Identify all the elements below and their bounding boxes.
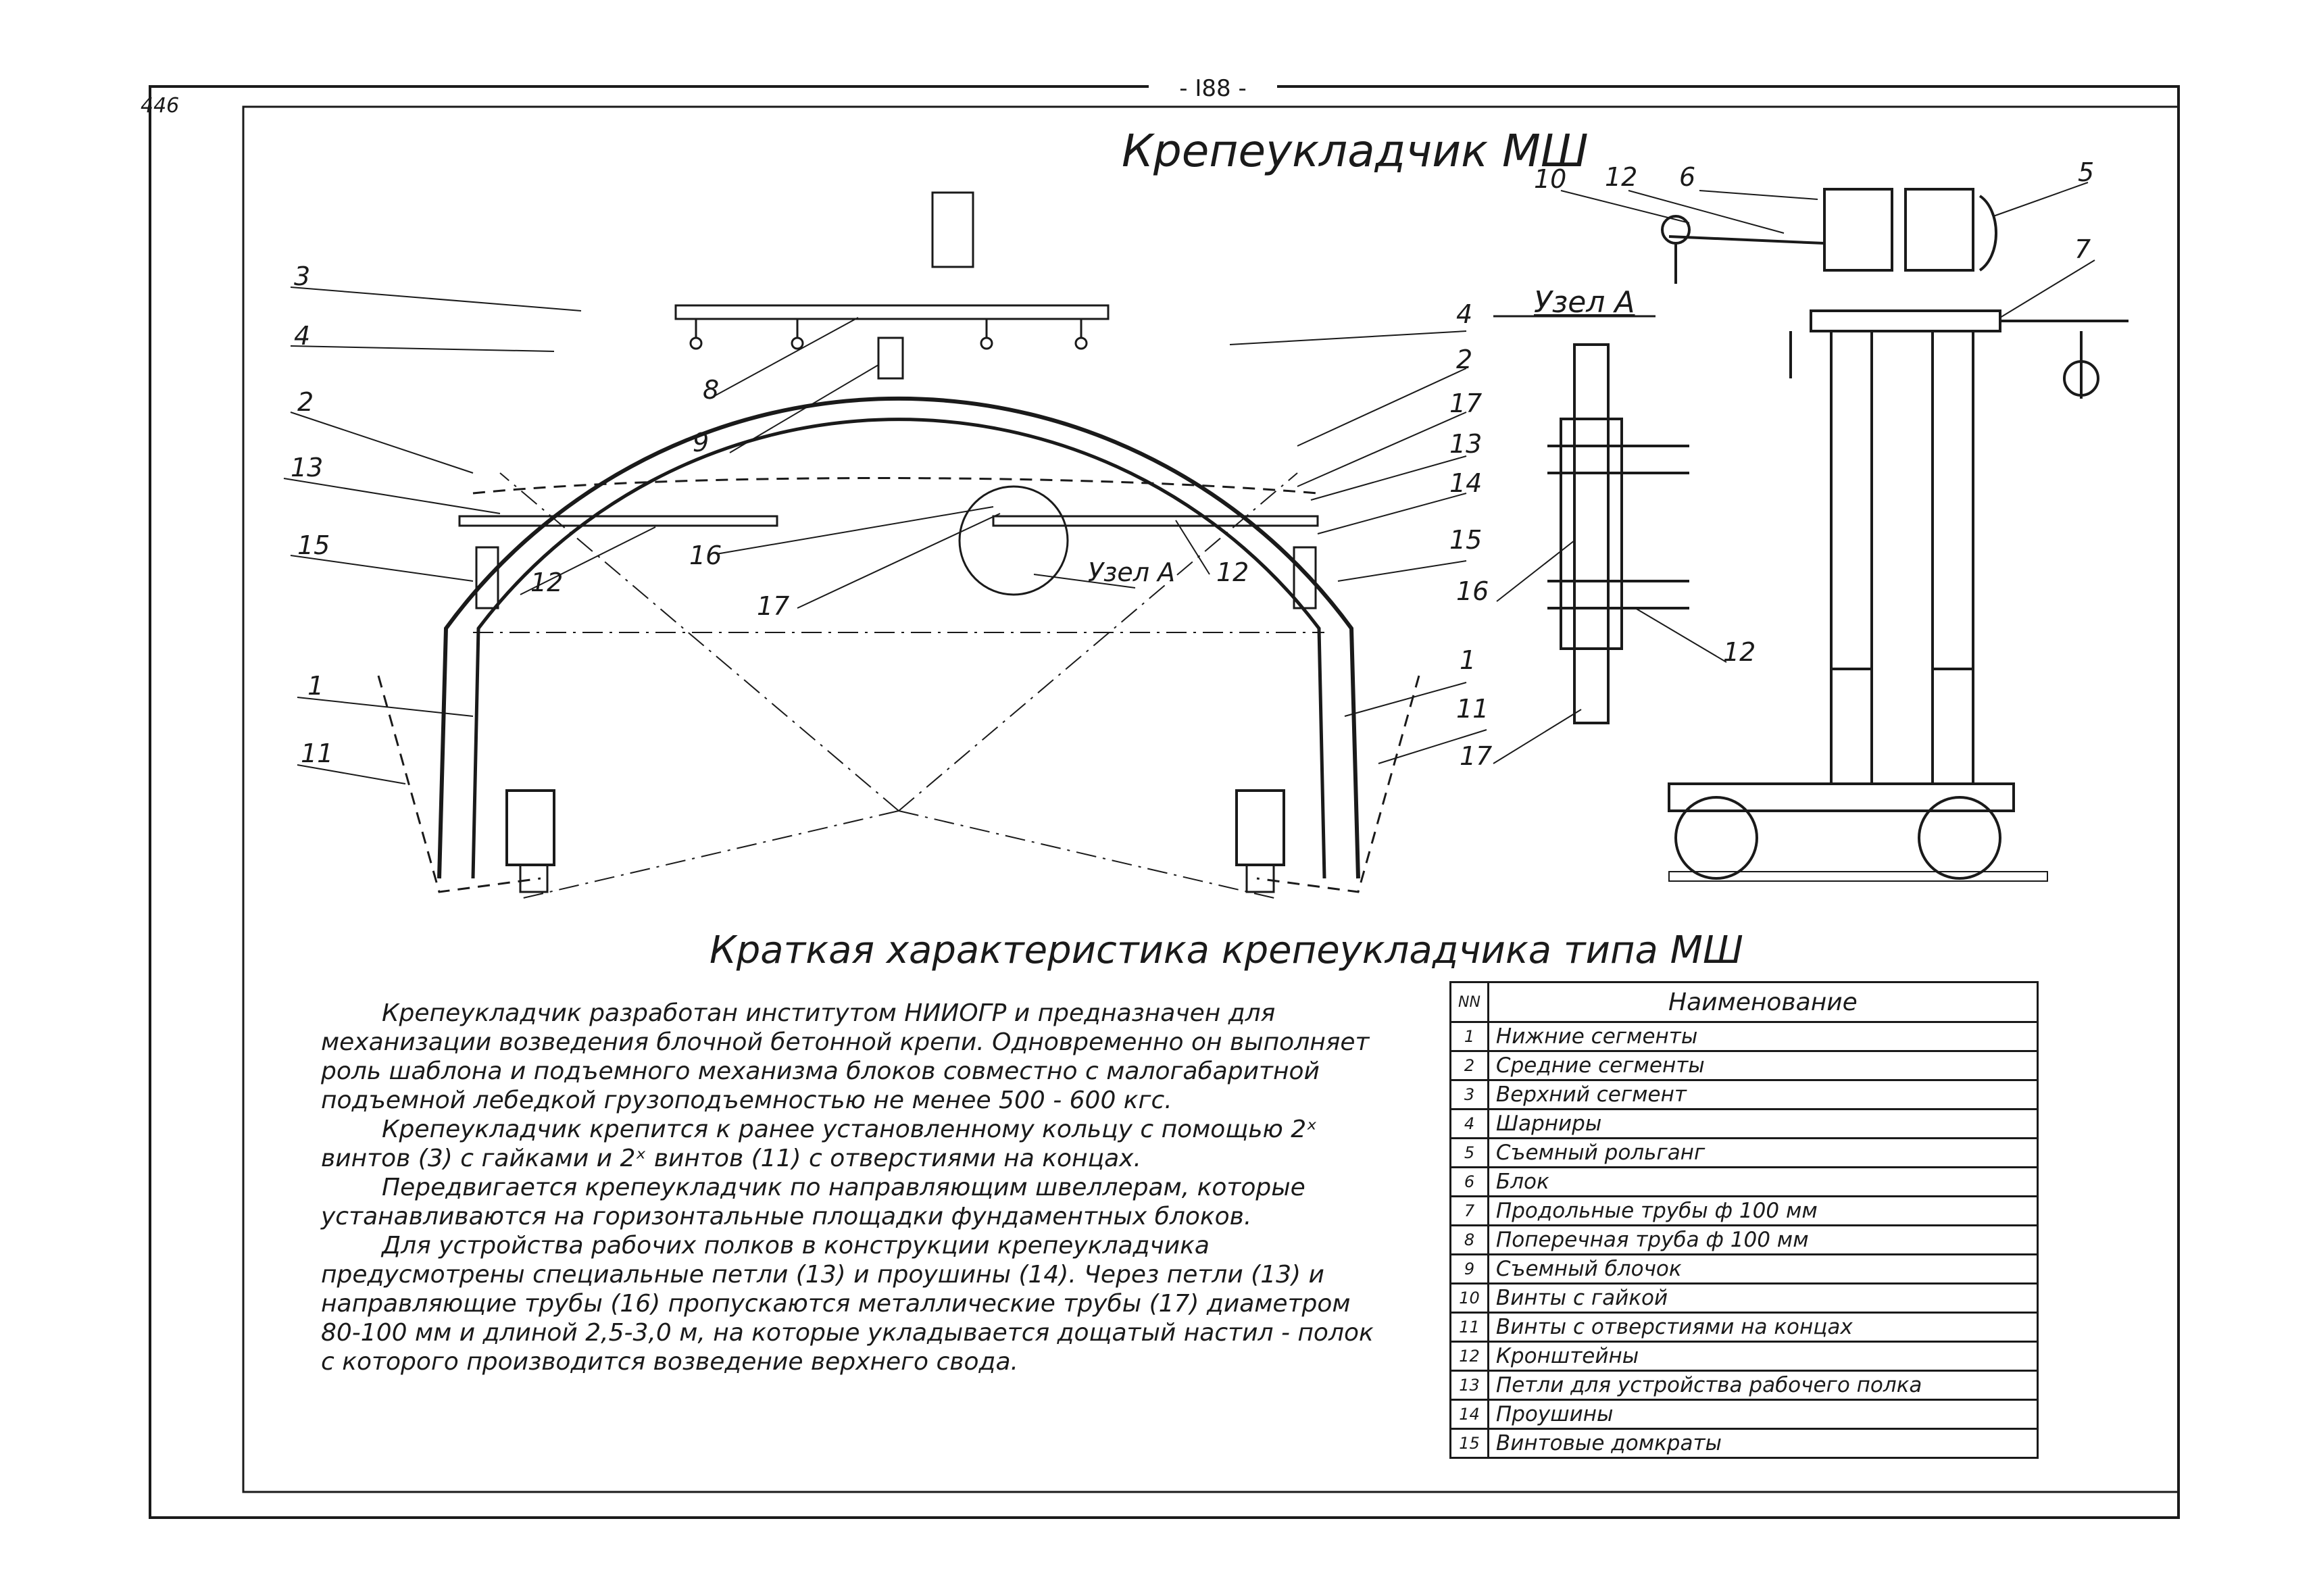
callout-label: 14 (1449, 468, 1482, 498)
legend-row-name: Шарниры (1487, 1108, 2039, 1139)
callout-label: 12 (1605, 162, 1637, 192)
legend-col-no: NN (1449, 981, 1489, 1023)
callout-label: 16 (1456, 576, 1489, 606)
callout-label: 8 (703, 375, 719, 405)
legend-row-number: 9 (1449, 1253, 1489, 1285)
callout-label: 12 (530, 568, 563, 597)
callout-label: 7 (2074, 234, 2091, 264)
callout-label: 4 (1456, 299, 1472, 329)
legend-row-number: 10 (1449, 1282, 1489, 1314)
description-paragraph: Для устройства рабочих полков в конструк… (321, 1232, 1374, 1376)
callout-label: 15 (297, 530, 330, 560)
legend-row-number: 2 (1449, 1050, 1489, 1081)
legend-row-number: 3 (1449, 1079, 1489, 1110)
detail-a-circle (958, 485, 1069, 596)
page-number: - I88 - (1179, 75, 1246, 102)
legend-row-number: 6 (1449, 1166, 1489, 1197)
callout-label: 5 (2078, 157, 2094, 187)
legend-row-name: Кронштейны (1487, 1341, 2039, 1372)
legend-row-number: 12 (1449, 1341, 1489, 1372)
legend-row-number: 4 (1449, 1108, 1489, 1139)
callout-label: 12 (1216, 557, 1249, 587)
legend-row-name: Винтовые домкраты (1487, 1428, 2039, 1459)
arch-inner-arc (471, 418, 1326, 879)
legend-header-row: NN Наименование (1449, 981, 2039, 1023)
callout-label: 10 (1534, 164, 1566, 194)
callout-label: 17 (757, 591, 789, 621)
callout-label: 11 (301, 739, 333, 768)
detail-a-label: Узел А (1088, 557, 1175, 587)
description-paragraph: Крепеукладчик разработан институтом НИИО… (321, 999, 1370, 1114)
drawing-title: Крепеукладчик МШ (1122, 125, 1589, 177)
arch-outer-arc (437, 396, 1360, 879)
legend-row-name: Винты с отверстиями на концах (1487, 1312, 2039, 1343)
callout-label: 6 (1679, 162, 1695, 192)
callout-label: 15 (1449, 525, 1482, 555)
legend-col-name: Наименование (1487, 981, 2039, 1023)
legend-row-name: Нижние сегменты (1487, 1021, 2039, 1052)
callout-leaders (283, 286, 1487, 784)
callout-label: 4 (294, 321, 310, 351)
legend-row-name: Средние сегменты (1487, 1050, 2039, 1081)
legend-row-name: Продольные трубы ф 100 мм (1487, 1195, 2039, 1226)
callout-label: 17 (1449, 389, 1482, 418)
legend-row-name: Винты с гайкой (1487, 1282, 2039, 1314)
callout-label: 2 (1456, 345, 1472, 374)
legend-row-number: 7 (1449, 1195, 1489, 1226)
callout-label: 9 (693, 428, 709, 457)
side-view (1661, 188, 2129, 882)
description-paragraph: Крепеукладчик крепится к ранее установле… (321, 1116, 1318, 1172)
legend-row-number: 13 (1449, 1370, 1489, 1401)
callout-label: 17 (1460, 741, 1492, 771)
arch-front-view (377, 191, 1420, 899)
callout-label: 13 (1449, 429, 1482, 459)
inner-frame (242, 105, 2180, 1493)
legend-row-name: Блок (1487, 1166, 2039, 1197)
callout-label: 2 (297, 387, 314, 417)
legend-row-name: Съемный рольганг (1487, 1137, 2039, 1168)
callout-label: 1 (1460, 645, 1476, 675)
detail-a-view (1493, 315, 1727, 764)
legend-row-name: Проушины (1487, 1399, 2039, 1430)
detail-title: Узел А (1534, 285, 1635, 320)
description-paragraph: Передвигается крепеукладчик по направляю… (321, 1174, 1305, 1230)
legend-row-name: Поперечная труба ф 100 мм (1487, 1224, 2039, 1255)
legend-row-number: 5 (1449, 1137, 1489, 1168)
legend-row-number: 8 (1449, 1224, 1489, 1255)
callout-label: 13 (291, 453, 323, 482)
legend-row-name: Съемный блочок (1487, 1253, 2039, 1285)
description-text: Крепеукладчик разработан институтом НИИО… (321, 999, 1382, 1376)
callout-label: 1 (307, 671, 324, 701)
legend-row-name: Верхний сегмент (1487, 1079, 2039, 1110)
legend-row-name: Петли для устройства рабочего полка (1487, 1370, 2039, 1401)
legend-row-number: 11 (1449, 1312, 1489, 1343)
callout-label: 11 (1456, 694, 1489, 724)
corner-number: 446 (141, 94, 179, 118)
callout-label: 12 (1723, 637, 1756, 667)
legend-row-number: 1 (1449, 1021, 1489, 1052)
legend-row-number: 15 (1449, 1428, 1489, 1459)
legend-row-number: 14 (1449, 1399, 1489, 1430)
callout-label: 3 (294, 261, 310, 291)
callout-label: 16 (689, 541, 722, 570)
section-heading: Краткая характеристика крепеукладчика ти… (710, 928, 1743, 972)
